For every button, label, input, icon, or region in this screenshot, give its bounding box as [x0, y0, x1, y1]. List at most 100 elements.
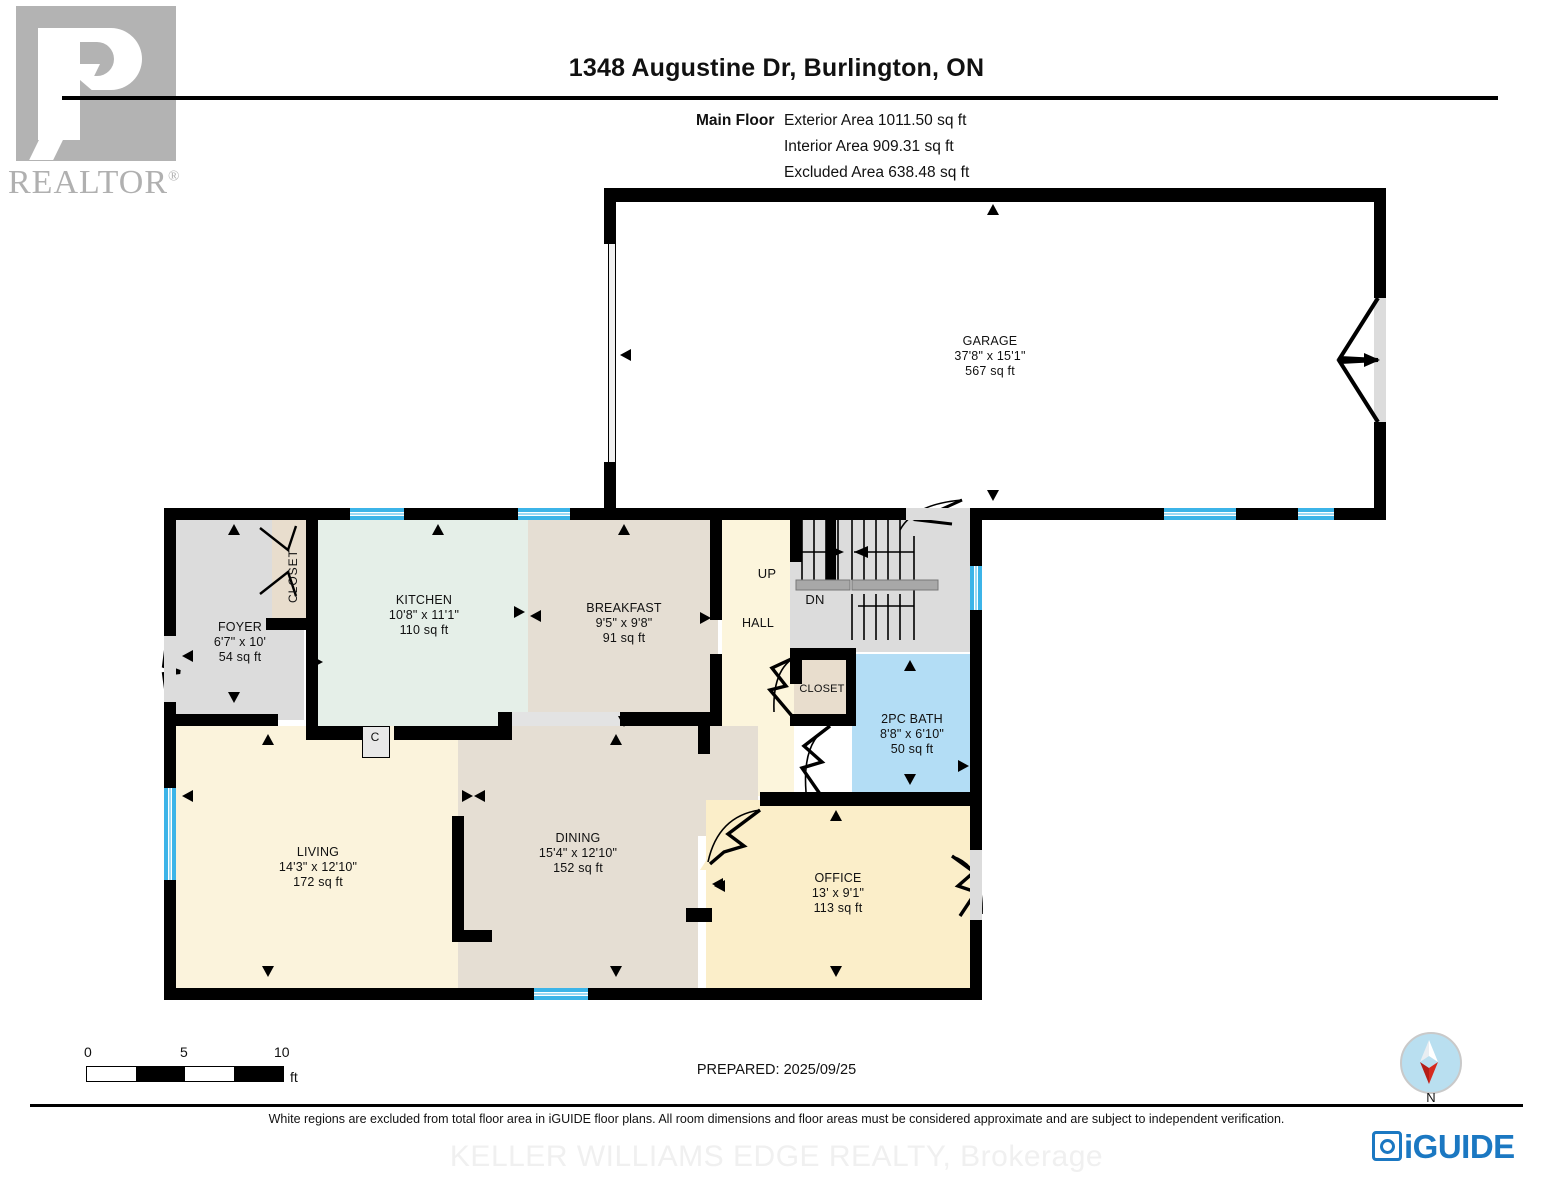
wall-garage-connector-right: [1334, 508, 1386, 520]
dim-arrow-living-top: [262, 734, 274, 745]
room-dims-dining: 15'4" x 12'10": [538, 846, 618, 860]
floor-plan-drawing: GARAGE 37'8" x 15'1" 567 sq ft: [161, 188, 1386, 1000]
wall-dining-nook-right: [698, 726, 710, 754]
dim-arrow-office-bottom: [830, 966, 842, 977]
floor-summary: Main Floor Exterior Area 1011.50 sq ft I…: [696, 108, 969, 186]
stairs-dn-label: DN: [805, 592, 825, 607]
realtor-word-text: REALTOR: [8, 164, 169, 201]
wall-house-top-right: [570, 508, 970, 520]
room-area-bath: 50 sq ft: [890, 742, 934, 756]
room-office: [706, 800, 970, 988]
room-name-kitchen: KITCHEN: [395, 593, 453, 607]
room-label-dining: DINING 15'4" x 12'10" 152 sq ft: [488, 831, 668, 876]
room-bath: [852, 654, 970, 796]
wall-garage-connector-top: [970, 508, 1164, 520]
realtor-registered-mark: ®: [168, 168, 181, 185]
iguide-logo: iGUIDE: [1372, 1128, 1515, 1166]
window-garage-rear-left: [1164, 508, 1236, 520]
window-dining-rear: [534, 988, 588, 1000]
room-area-kitchen: 110 sq ft: [399, 623, 449, 637]
room-label-garage: GARAGE 37'8" x 15'1" 567 sq ft: [900, 334, 1080, 379]
room-name-living: LIVING: [296, 845, 340, 859]
dim-arrow-breakfast-top: [618, 524, 630, 535]
footer-divider: [30, 1104, 1523, 1107]
staircase-icon: [795, 518, 939, 640]
door-foyer-closet-lower-icon: [259, 570, 298, 597]
dim-arrow-living-bottom: [262, 966, 274, 977]
room-dims-bath: 8'8" x 6'10": [879, 727, 944, 741]
door-hall-closet-icon: [766, 652, 803, 718]
door-office-side-icon: [951, 854, 983, 917]
disclaimer-text: White regions are excluded from total fl…: [268, 1112, 1285, 1126]
wall-kitchen-peninsula: [512, 712, 628, 726]
wall-living-dining-lower: [452, 930, 492, 942]
stairs-up-label: UP: [757, 566, 777, 581]
closet-small: [362, 726, 390, 758]
room-area-living: 172 sq ft: [293, 875, 343, 889]
wall-house-left-lower: [164, 880, 176, 1000]
room-area-office: 113 sq ft: [813, 901, 863, 915]
wall-garage-connector-mid: [1236, 508, 1298, 520]
room-label-breakfast: BREAKFAST 9'5" x 9'8" 91 sq ft: [534, 601, 714, 646]
garage-entry-opening: [906, 508, 970, 520]
dim-arrow-foyer-top: [228, 524, 240, 535]
dim-arrow-kitchen-right: [514, 606, 525, 618]
dim-arrow-living-left: [182, 790, 193, 802]
excluded-area: Excluded Area 638.48 sq ft: [784, 164, 970, 181]
wall-dining-office: [686, 908, 712, 922]
iguide-camera-icon: [1372, 1131, 1402, 1161]
room-breakfast: [528, 518, 718, 720]
wall-kitchen-bottom-left: [306, 726, 362, 740]
wall-breakfast-hall-lower: [710, 654, 722, 726]
scale-bar: [86, 1066, 284, 1082]
wall-house-bottom-right: [588, 988, 982, 1000]
dim-arrow-breakfast-right: [700, 612, 711, 624]
dim-arrow-bath-right: [958, 760, 969, 772]
room-dims-kitchen: 10'8" x 11'1": [388, 608, 460, 622]
wall-foyer-closet-right: [306, 508, 318, 630]
dim-arrow-dining-top: [610, 734, 622, 745]
wall-foyer-closet-bottom: [266, 618, 318, 630]
wall-house-top-left: [164, 508, 350, 520]
closet-hall-label: CLOSET: [799, 683, 845, 695]
scale-tick-0: 0: [84, 1044, 92, 1060]
wall-house-bottom-left: [164, 988, 534, 1000]
window-garage-rear-right: [1298, 508, 1334, 520]
wall-breakfast-hall: [710, 508, 722, 620]
floor-label: Main Floor: [696, 112, 775, 129]
room-label-office: OFFICE 13' x 9'1" 113 sq ft: [748, 871, 928, 916]
scale-unit: ft: [290, 1069, 298, 1085]
dim-arrow-kitchen-left: [312, 656, 323, 668]
room-label-bath: 2PC BATH 8'8" x 6'10" 50 sq ft: [822, 712, 1002, 757]
exterior-area: Exterior Area 1011.50 sq ft: [784, 112, 967, 129]
window-kitchen-front-right: [518, 508, 570, 520]
brokerage-watermark: KELLER WILLIAMS EDGE REALTY, Brokerage: [449, 1140, 1104, 1173]
dim-arrow-bath-top: [904, 660, 916, 671]
dim-arrow-office-top: [830, 810, 842, 821]
page-title: 1348 Augustine Dr, Burlington, ON: [568, 54, 985, 82]
room-dims-office: 13' x 9'1": [811, 886, 865, 900]
realtor-wordmark: REALTOR®: [8, 164, 180, 202]
interior-area: Interior Area 909.31 sq ft: [784, 138, 954, 155]
scale-tick-5: 5: [180, 1044, 188, 1060]
wall-garage-right-upper: [1374, 188, 1386, 298]
realtor-logo: REALTOR®: [8, 6, 198, 206]
wall-breakfast-bottom: [620, 712, 722, 726]
room-living: [176, 726, 458, 988]
room-name-office: OFFICE: [814, 871, 862, 885]
dim-arrow-breakfast-bottom: [618, 716, 630, 727]
dim-arrow-kitchen-bottom: [432, 726, 444, 737]
door-dining-office-icon: [707, 808, 762, 866]
dim-arrow-foyer-left: [182, 650, 193, 662]
wall-garage-left-upper: [604, 188, 616, 244]
closet-hall: [794, 654, 852, 724]
closet-small-label: C: [370, 730, 380, 744]
wall-hall-stairs: [790, 518, 802, 562]
garage-bifold-door-icon: [1336, 296, 1380, 424]
scale-tick-10: 10: [274, 1044, 290, 1060]
realtor-r-icon: [16, 6, 176, 161]
room-name-dining: DINING: [555, 831, 601, 845]
dim-arrow-garage-left: [620, 349, 631, 361]
room-dims-garage: 37'8" x 15'1": [954, 349, 1026, 363]
wall-garage-right-lower: [1374, 422, 1386, 518]
